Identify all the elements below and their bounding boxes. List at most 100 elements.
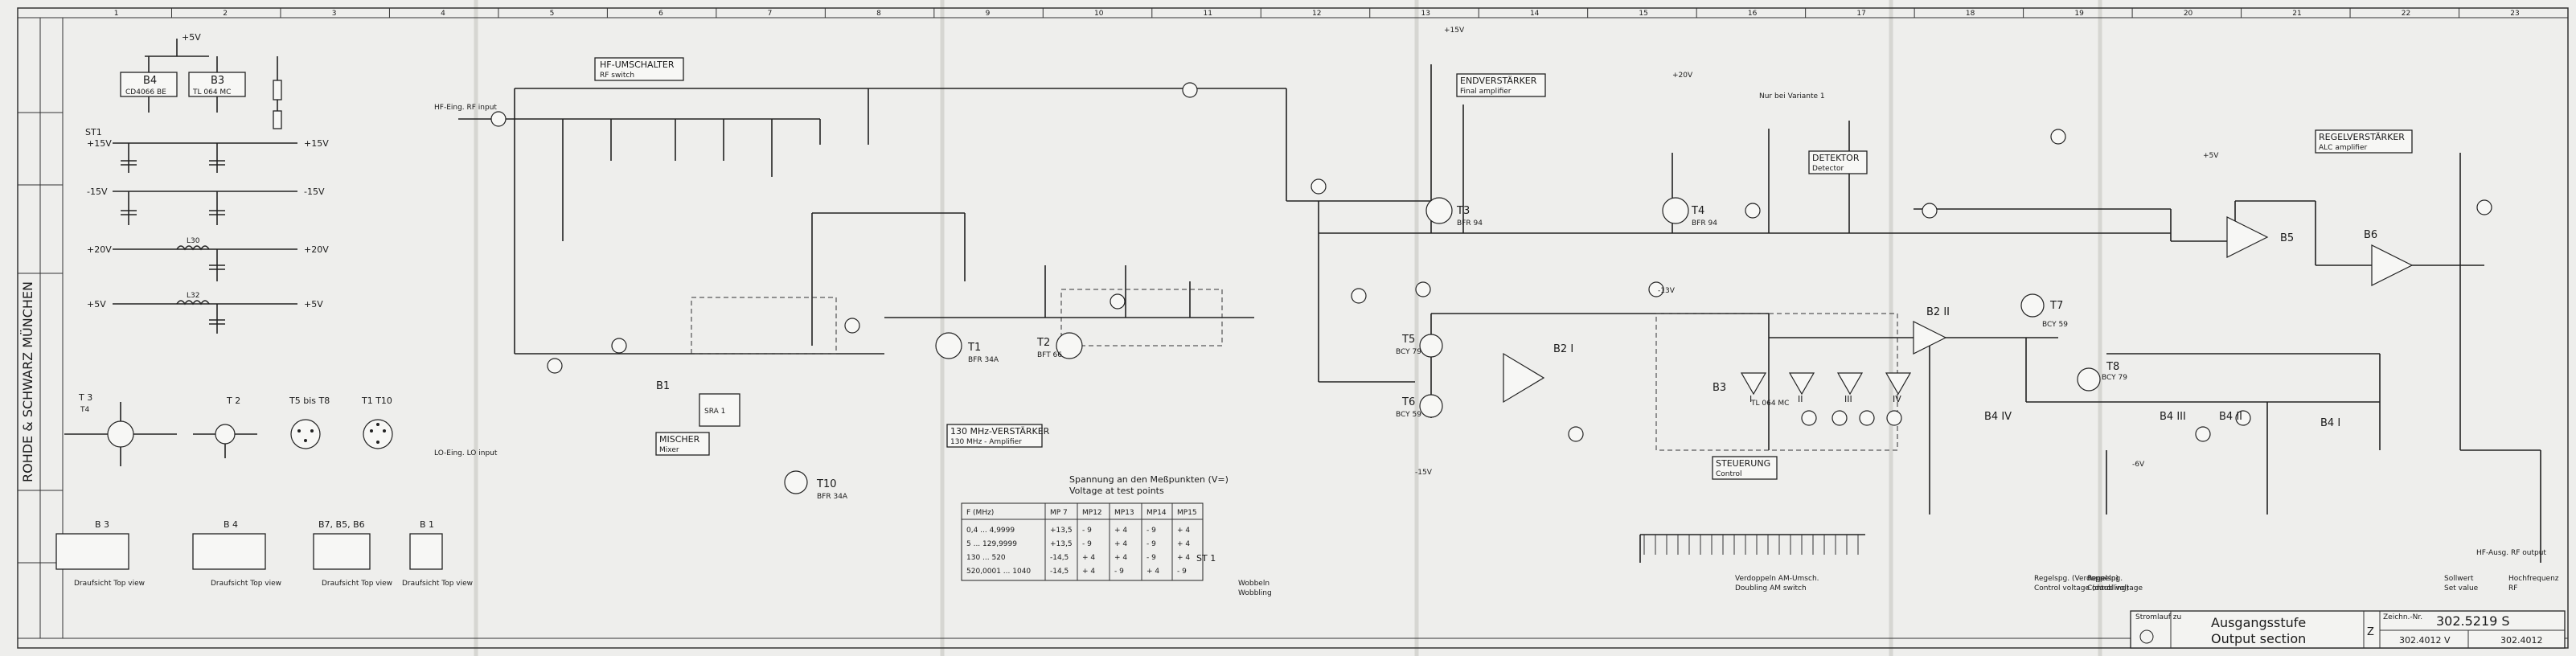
hf-switch-block: HF-UMSCHALTER RF switch bbox=[594, 57, 684, 81]
b3-label: B3 bbox=[211, 75, 224, 87]
rail-left-3: +5V bbox=[87, 299, 106, 310]
test-point-marker bbox=[2195, 426, 2211, 442]
b3-type: TL 064 MC bbox=[192, 88, 231, 96]
transistor-t7: T7 BCY 59 bbox=[2020, 293, 2068, 329]
table-cell: - 9 bbox=[1146, 554, 1156, 562]
b4-label: B4 bbox=[143, 75, 157, 87]
title-de: Ausgangsstufe bbox=[2211, 615, 2306, 630]
bottom-label-ctl-en: Control voltage bbox=[2087, 584, 2143, 592]
table-title-en: Voltage at test points bbox=[1069, 486, 1164, 496]
amp130-de: 130 MHz-VERSTÄRKER bbox=[950, 426, 1050, 437]
table-cell: +13,5 bbox=[1050, 540, 1073, 548]
test-point-marker bbox=[1415, 281, 1431, 297]
supply-section: +5V B4 CD4066 BE B3 TL 064 MC ST1 +15V +… bbox=[85, 32, 329, 334]
coil-label-2: L30 bbox=[187, 237, 200, 245]
signal-labels: HF-Eing. RF input LO-Eing. LO input HF-A… bbox=[434, 27, 2546, 557]
table-header: MP 7 bbox=[1050, 509, 1068, 517]
table-title-de: Spannung an den Meßpunkten (V=) bbox=[1069, 474, 1229, 485]
title-zone: Z bbox=[2367, 626, 2374, 638]
op-amps: B2 I B2 II B5 B6 bbox=[1503, 216, 2414, 404]
transistors: T1 BFR 34A T2 BFT 66 T3 BFR 94 T4 BFR 94… bbox=[784, 197, 2127, 501]
t6-type: BCY 59 bbox=[1396, 411, 1421, 419]
t8-type: BCY 79 bbox=[2102, 374, 2127, 382]
rail-left-2: +20V bbox=[87, 244, 112, 255]
transistor-t6: T6 BCY 59 bbox=[1396, 394, 1443, 419]
grid-number: 20 bbox=[2184, 10, 2193, 18]
company-name: ROHDE & SCHWARZ MÜNCHEN bbox=[20, 281, 35, 482]
table-cell: - 9 bbox=[1177, 568, 1187, 576]
test-point-marker bbox=[1832, 410, 1848, 426]
pinout-t5-t8: T5 bis T8 bbox=[289, 396, 330, 449]
stage-i: I bbox=[1749, 394, 1752, 404]
b1-type: SRA 1 bbox=[704, 408, 725, 416]
pinout-sub-0: T4 bbox=[80, 406, 89, 414]
table-cell: - 9 bbox=[1082, 540, 1092, 548]
left-strip: ROHDE & SCHWARZ MÜNCHEN bbox=[17, 17, 64, 639]
hf-switch-en: RF switch bbox=[600, 72, 634, 80]
grid-number: 13 bbox=[1421, 10, 1430, 18]
bottom-label-rf-en: RF bbox=[2508, 584, 2517, 592]
t10-label: T10 bbox=[816, 478, 836, 490]
test-voltage-table: Spannung an den Meßpunkten (V=) Voltage … bbox=[961, 474, 1229, 581]
t7-type: BCY 59 bbox=[2042, 321, 2068, 329]
transistor-t5: T5 BCY 79 bbox=[1396, 334, 1443, 358]
mixer-block: MISCHER Mixer bbox=[655, 432, 710, 456]
mixer-en: Mixer bbox=[659, 446, 679, 454]
grid-number: 18 bbox=[1966, 10, 1975, 18]
pinout-t2: T 2 bbox=[193, 396, 257, 458]
table-cell: - 9 bbox=[1114, 568, 1124, 576]
fold-lines bbox=[474, 0, 2102, 656]
variant-note: Nur bei Variante 1 bbox=[1759, 92, 1825, 100]
grid-number: 21 bbox=[2292, 10, 2301, 18]
grid-number: 19 bbox=[2074, 10, 2084, 18]
stage-iv: IV bbox=[1893, 394, 1901, 404]
table-cell: - 9 bbox=[1146, 540, 1156, 548]
test-point-marker bbox=[1182, 82, 1198, 98]
coil-label-3: L32 bbox=[187, 292, 199, 300]
table-cell: +13,5 bbox=[1050, 527, 1073, 535]
detector-de: DETEKTOR bbox=[1812, 153, 1860, 163]
test-point-marker bbox=[1745, 203, 1761, 219]
b3-stages: B3 TL 064 MC I II III IV B4 IV B4 III B4… bbox=[1713, 372, 2340, 429]
mixer-de: MISCHER bbox=[659, 434, 700, 445]
pkg-name-0: B 3 bbox=[95, 519, 109, 530]
t10-type: BFR 34A bbox=[817, 493, 848, 501]
b4-ii-label: B4 II bbox=[2219, 411, 2242, 423]
bottom-label-wobb: Wobbeln bbox=[1238, 580, 1270, 588]
vm13-label: -13V bbox=[1658, 287, 1676, 295]
title-en: Output section bbox=[2211, 631, 2306, 646]
bottom-label-dbl: Verdoppeln AM-Umsch. bbox=[1735, 575, 1819, 583]
t3-type: BFR 94 bbox=[1457, 219, 1483, 228]
pinout-t1-t10: T1 T10 bbox=[361, 396, 393, 449]
pinout-t3: T 3 T4 bbox=[64, 392, 177, 466]
test-point-marker bbox=[1886, 410, 1902, 426]
grid-number: 6 bbox=[658, 10, 663, 18]
grid-number: 15 bbox=[1639, 10, 1647, 18]
table-cell: + 4 bbox=[1177, 540, 1190, 548]
grid-number: 16 bbox=[1748, 10, 1758, 18]
transistor-t1: T1 BFR 34A bbox=[935, 332, 999, 364]
test-point-marker bbox=[1110, 293, 1126, 310]
drawing-number: 302.5219 S bbox=[2436, 613, 2510, 629]
grid-number: 2 bbox=[223, 10, 228, 18]
grid-number: 7 bbox=[768, 10, 773, 18]
test-point-marker bbox=[2235, 410, 2251, 426]
b4-i-label: B4 I bbox=[2320, 417, 2340, 429]
pinout-name-2: T5 bis T8 bbox=[289, 396, 330, 406]
alc-en: ALC amplifier bbox=[2319, 144, 2368, 152]
test-point-marker bbox=[844, 318, 860, 334]
b4-iv-label: B4 IV bbox=[1984, 411, 2012, 423]
control-block: STEUERUNG Control bbox=[1712, 456, 1778, 480]
pinout-name-1: T 2 bbox=[226, 396, 240, 406]
rf-input-label: HF-Eing. RF input bbox=[434, 104, 497, 112]
table-header: MP12 bbox=[1082, 509, 1102, 517]
bottom-label-st1: ST 1 bbox=[1196, 553, 1216, 564]
st1-label: ST1 bbox=[85, 127, 102, 137]
amp130-block: 130 MHz-VERSTÄRKER 130 MHz - Amplifier bbox=[946, 424, 1050, 448]
b2b-opamp bbox=[1913, 321, 1947, 355]
v15p-label: +15V bbox=[1444, 27, 1465, 35]
rail-left-0: +15V bbox=[87, 138, 112, 149]
table-cell: + 4 bbox=[1146, 568, 1159, 576]
test-point-marker bbox=[2476, 199, 2492, 215]
pinout-section: T 3 T4 T 2 T5 bis T8 T1 T10 B 3 Draufsic… bbox=[55, 392, 473, 588]
